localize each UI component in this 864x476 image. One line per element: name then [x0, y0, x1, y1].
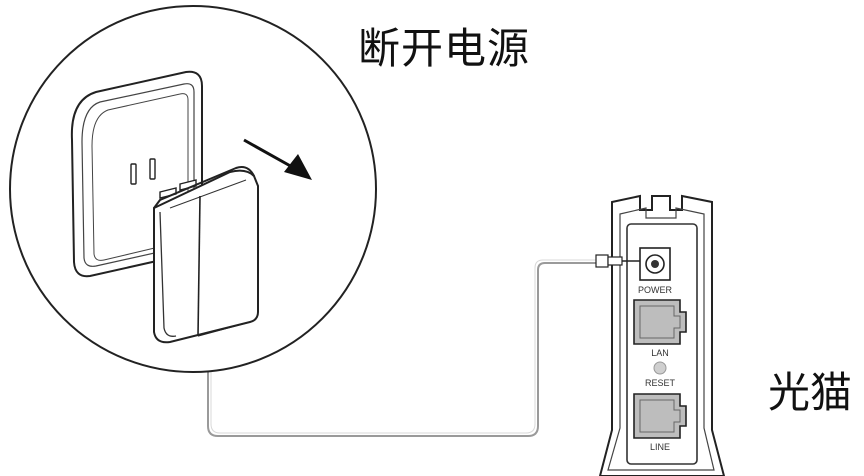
power-port	[639, 247, 671, 281]
socket-slot-right	[149, 158, 156, 180]
plug-prongs	[159, 179, 197, 199]
reset-label: RESET	[645, 378, 676, 388]
power-plug-icon	[595, 254, 640, 268]
reset-button[interactable]	[653, 361, 667, 375]
power-adapter-icon	[153, 166, 259, 344]
line-port	[633, 393, 687, 439]
modem-caption: 光猫	[768, 368, 853, 417]
arrow-icon	[243, 138, 312, 180]
power-cable-inner	[210, 259, 596, 434]
power-port-label: POWER	[638, 285, 673, 295]
lan-port	[633, 299, 687, 345]
socket-slot-left	[130, 163, 137, 185]
power-cable	[207, 262, 596, 437]
lan-port-label: LAN	[651, 348, 669, 358]
line-port-label: LINE	[650, 442, 670, 452]
power-off-caption: 断开电源	[358, 24, 531, 73]
